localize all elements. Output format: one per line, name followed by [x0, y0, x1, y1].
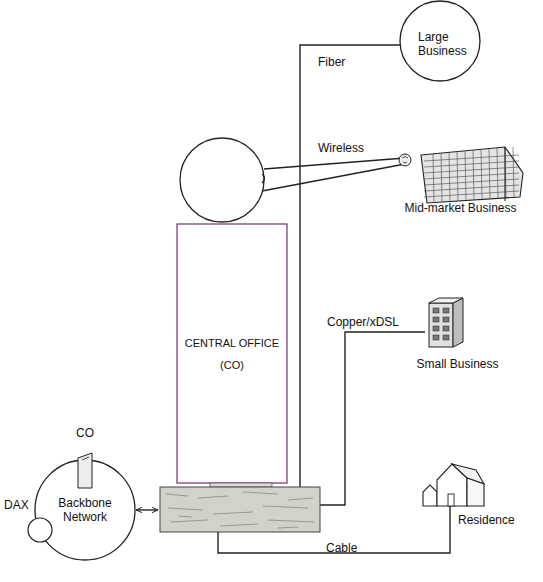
building-window [433, 317, 439, 322]
building-grid [449, 152, 450, 200]
base-texture [278, 527, 298, 528]
building-grid [489, 149, 490, 198]
house-wing [467, 478, 484, 506]
building-window [433, 326, 439, 331]
building-grid [433, 154, 434, 202]
building-grid [441, 153, 442, 201]
co-node: CO [70, 426, 100, 490]
residence-house: Residence [420, 458, 520, 530]
receiver-mark [402, 157, 408, 164]
business-circle: Large Business [398, 0, 482, 82]
dish-circle [180, 138, 264, 222]
fiber-line [300, 45, 400, 487]
building-front [429, 303, 453, 347]
building-window [443, 308, 449, 313]
house-door [448, 494, 454, 506]
node-label: CO [70, 426, 100, 440]
base-texture [263, 506, 308, 508]
building-grid [473, 150, 474, 199]
edge-label: Wireless [318, 141, 364, 155]
building-window [443, 317, 449, 322]
building-window [433, 308, 439, 313]
building-window [433, 335, 439, 340]
node-label: Residence [458, 513, 520, 527]
node-label: CENTRAL OFFICE (CO) [179, 332, 285, 376]
mid-market-building: Mid-market Business [393, 145, 528, 217]
node-label: Small Business [405, 357, 510, 371]
receiver-dish [399, 154, 411, 166]
copper-line [320, 332, 425, 505]
base-texture [288, 498, 313, 500]
central-office-box [177, 224, 287, 483]
building-side [453, 298, 463, 347]
edge-label: Fiber [318, 55, 345, 69]
base-texture [168, 508, 203, 510]
edge-label: Copper/xDSL [327, 315, 399, 329]
base-texture [198, 496, 228, 498]
house-small [423, 485, 437, 506]
dax-node: DAX [4, 496, 54, 544]
co-box-mark [82, 457, 89, 460]
building-body [421, 147, 523, 203]
base-texture [268, 520, 314, 522]
business-circle-outline [400, 1, 480, 81]
building-roof [429, 298, 463, 303]
base-texture [166, 494, 188, 496]
central-office-tower: CENTRAL OFFICE (CO) [158, 136, 322, 534]
node-label: Mid-market Business [393, 201, 528, 215]
building-corner [504, 147, 505, 201]
backbone-link [136, 509, 158, 510]
building-grid [513, 147, 514, 197]
base-texture [213, 512, 253, 514]
base-texture [178, 516, 192, 517]
edge-label: Cable [326, 541, 357, 555]
node-label: Large Business [418, 30, 476, 58]
wireless-beam [264, 158, 405, 169]
building-grid [481, 150, 482, 199]
dish-notch [262, 174, 265, 183]
building-window [443, 326, 449, 331]
base-texture [220, 524, 258, 526]
base-texture [170, 520, 208, 522]
building-grid [457, 152, 458, 200]
tower-base [160, 487, 320, 532]
building-grid [465, 151, 466, 200]
node-label: DAX [4, 498, 34, 512]
co-box [78, 453, 92, 488]
building-grid [497, 148, 498, 198]
building-window [443, 335, 449, 340]
small-business-building: Small Business [405, 295, 510, 373]
node-outline [158, 136, 322, 534]
base-texture [243, 492, 278, 494]
tower-neck [210, 483, 272, 487]
node-label: Backbone Network [50, 496, 120, 524]
dax-circle [28, 518, 52, 542]
